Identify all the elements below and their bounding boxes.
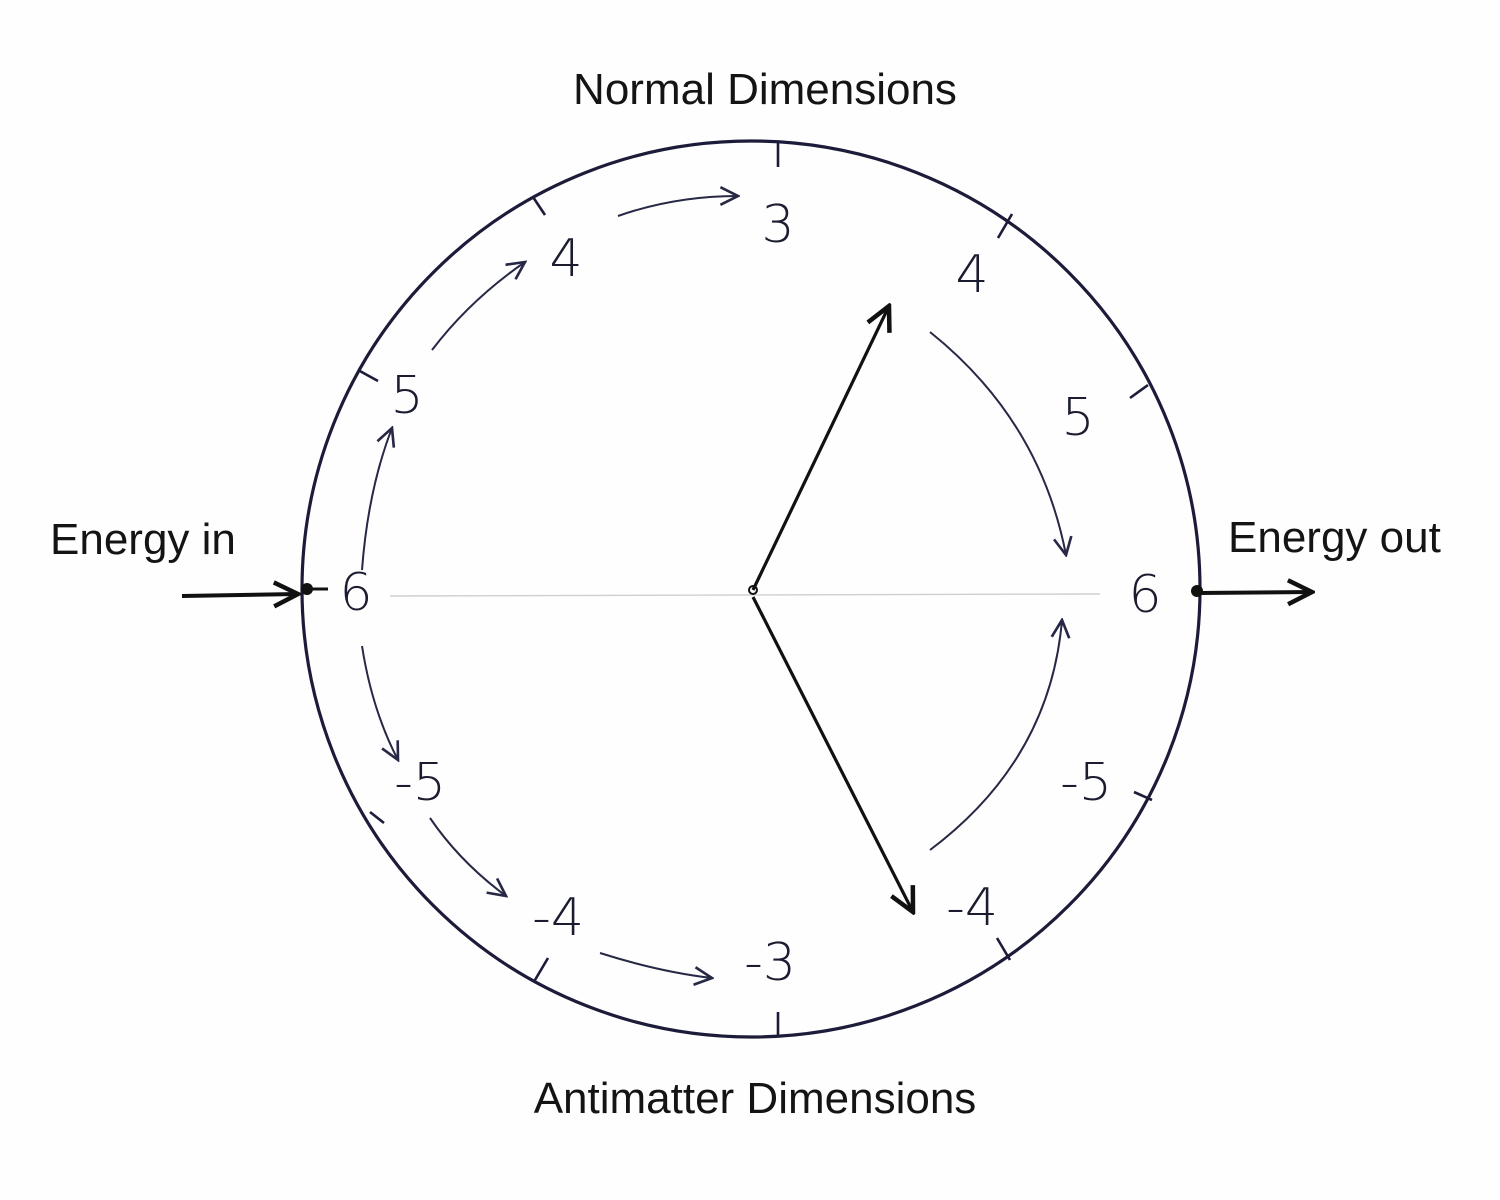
horizontal-axis-line xyxy=(389,593,1101,597)
label-6-right: 6 xyxy=(1128,565,1161,625)
arrow-5-to-4 xyxy=(431,262,525,351)
label-normal-4-left: 4 xyxy=(549,229,582,289)
pointer-to-normal-4 xyxy=(751,306,889,591)
arrow-minus5-to-minus4 xyxy=(429,817,506,896)
tick-upper-left-5 xyxy=(357,368,379,383)
energy-in-label: Energy in xyxy=(50,515,236,564)
tick-lower-left-4 xyxy=(533,957,550,981)
label-anti-4-left: -4 xyxy=(532,888,584,948)
arrow-4-to-3 xyxy=(617,196,738,217)
energy-in-dot xyxy=(301,583,313,595)
normal-dimensions-title: Normal Dimensions xyxy=(573,65,957,114)
tick-upper-right-5 xyxy=(1129,383,1149,400)
energy-out-arrow xyxy=(1197,592,1312,593)
antimatter-dimensions-title: Antimatter Dimensions xyxy=(534,1074,977,1123)
label-anti-5-left: -5 xyxy=(394,753,446,813)
energy-out-label: Energy out xyxy=(1228,513,1441,562)
tick-lower-right-4 xyxy=(995,937,1012,961)
tick-lower-left-5 xyxy=(369,810,385,825)
tick-marks xyxy=(357,143,1153,1037)
left-dimension-labels: 3 4 5 6 -5 -4 -3 xyxy=(339,195,795,993)
energy-in-arrow xyxy=(181,594,298,596)
arrow-4-to-6-right xyxy=(929,331,1066,555)
left-flow-arrows xyxy=(361,196,738,978)
label-6-left: 6 xyxy=(339,563,372,623)
arrow-minus4-to-minus3 xyxy=(599,952,712,978)
energy-arrows xyxy=(181,583,1312,597)
center-pointers xyxy=(748,306,913,912)
label-normal-3: 3 xyxy=(761,195,794,255)
arrow-6-to-minus5 xyxy=(361,645,398,760)
pointer-to-anti-4 xyxy=(751,596,913,912)
tick-upper-right-4 xyxy=(996,213,1014,239)
right-dimension-labels: 4 5 6 -5 -4 xyxy=(946,245,1161,938)
arrow-6-to-5 xyxy=(361,428,392,571)
label-normal-5-right: 5 xyxy=(1061,388,1094,448)
label-normal-5-left: 5 xyxy=(390,366,423,426)
tick-lower-right-5 xyxy=(1133,790,1153,802)
label-anti-3: -3 xyxy=(744,933,796,993)
label-normal-4-right: 4 xyxy=(955,245,988,305)
label-anti-5-right: -5 xyxy=(1060,753,1112,813)
tick-upper-left-4 xyxy=(531,196,547,216)
arrow-minus4-to-6-right xyxy=(929,620,1062,851)
right-flow-arrows xyxy=(929,331,1066,851)
label-anti-4-right: -4 xyxy=(946,878,998,938)
